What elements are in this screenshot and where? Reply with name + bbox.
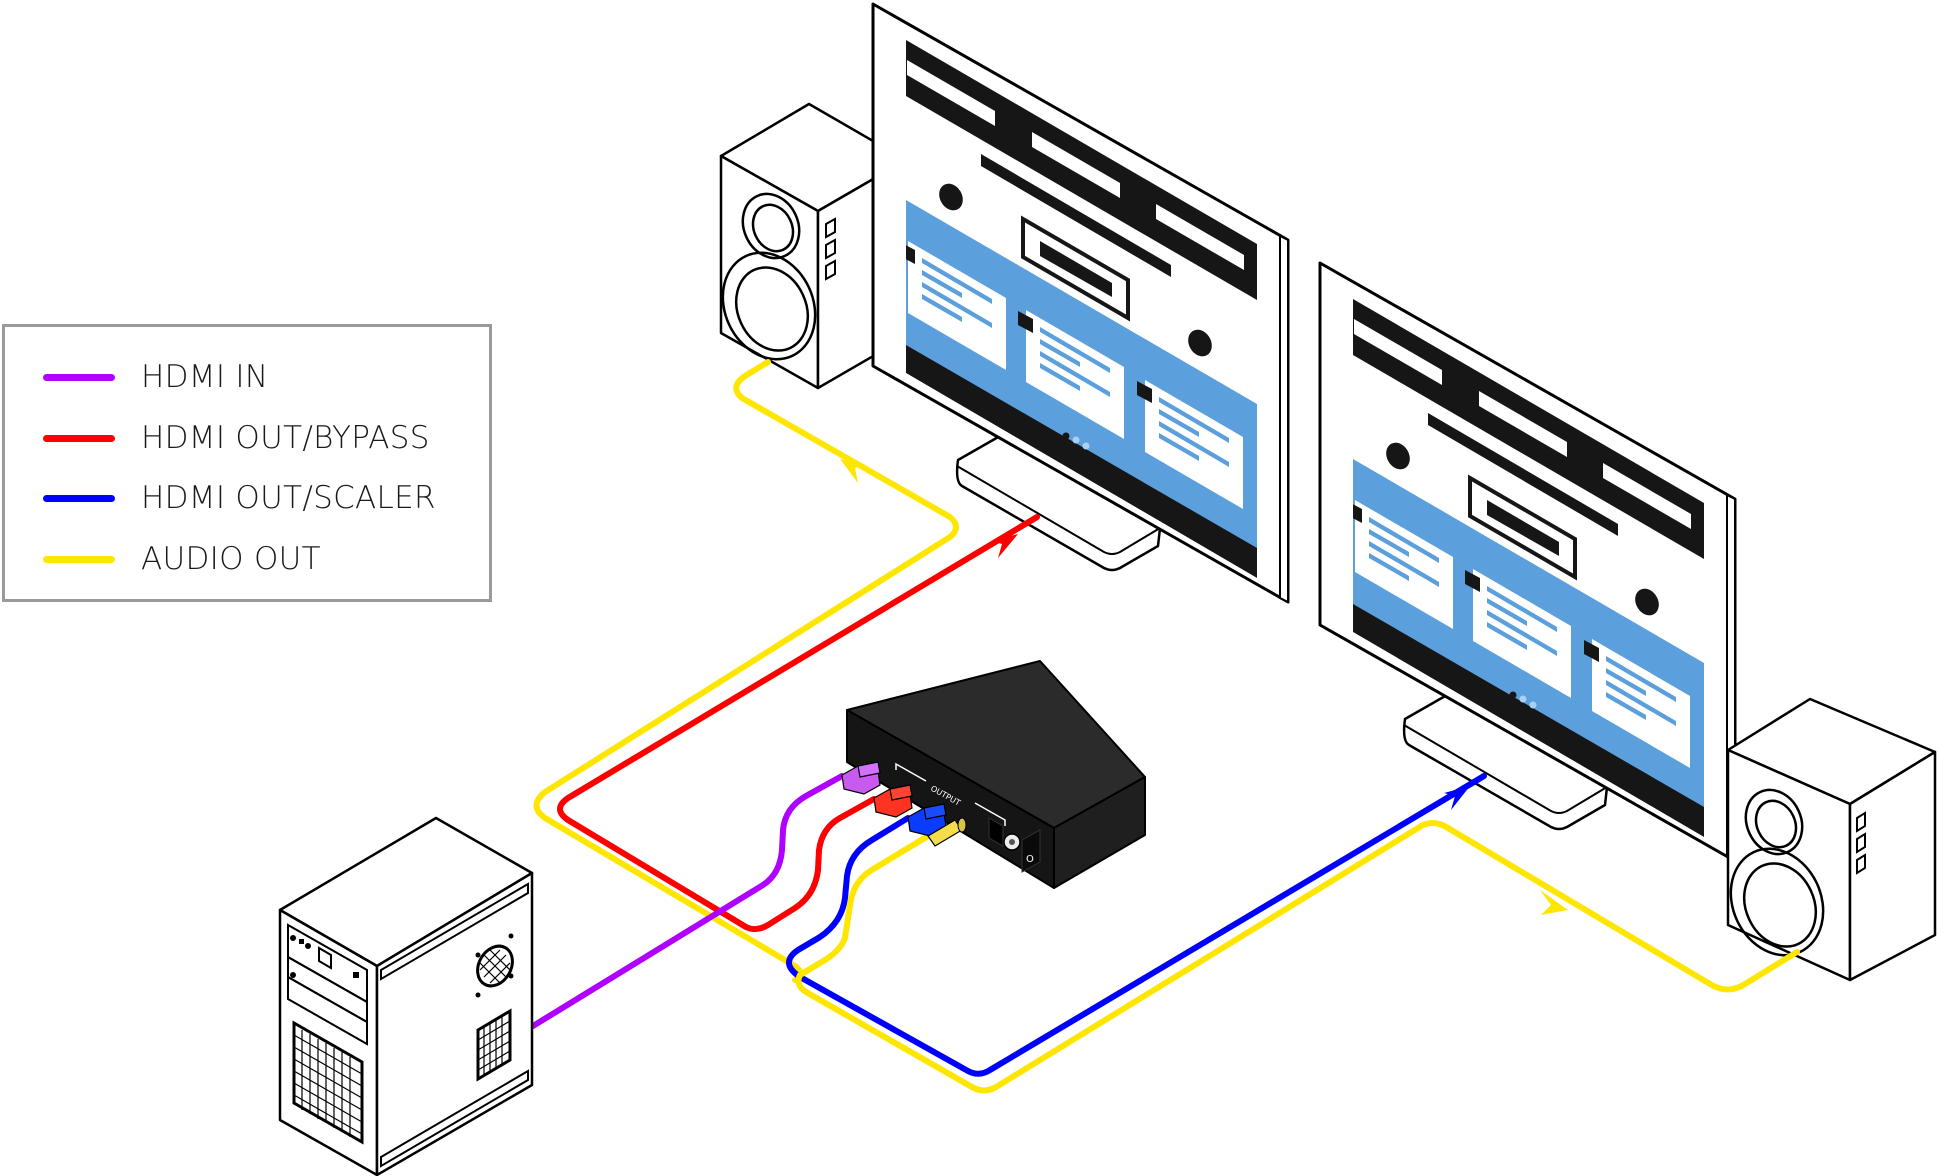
power-switch[interactable] [1021,829,1041,873]
optical-port [988,817,1004,847]
monitor-2-screen [1353,299,1704,837]
legend-label: AUDIO OUT [141,541,321,577]
cable-audio-out-left [533,359,959,983]
monitor-2 [1318,261,1737,863]
hdmi-out-scaler-swatch [43,494,115,502]
cable-hdmi-out-scaler [786,773,1487,1077]
arrow-audio-right [1540,890,1568,915]
hdmi-bypass-connector [873,784,913,818]
legend-label: HDMI OUT/BYPASS [141,420,430,456]
hdmi-out-bypass-swatch [43,434,115,442]
legend-item-hdmi-out-bypass: HDMI OUT/BYPASS [43,418,430,458]
legend-item-hdmi-in: HDMI IN [43,357,268,397]
audio-out-swatch [43,555,115,563]
cable-hdmi-out-bypass [557,514,1040,933]
left-speaker-tweeter [741,192,801,260]
arrow-audio-left [840,459,866,483]
monitor-1-screen [906,40,1257,578]
legend-label: HDMI OUT/SCALER [141,480,436,516]
legend-item-audio-out: AUDIO OUT [43,539,321,579]
pc-tower [278,816,534,1176]
arrow-bypass [991,534,1018,558]
hdmi-scaler-device: OUTPUT O [841,660,1146,889]
legend: HDMI IN HDMI OUT/BYPASS HDMI OUT/SCALER … [2,324,492,602]
signal-arrows [840,459,1568,915]
hdmi-scaler-connector [907,803,947,837]
cable-hdmi-in [530,773,845,1029]
right-speaker [1726,697,1937,982]
hdmi-in-connector [841,761,881,795]
legend-label: HDMI IN [141,359,269,395]
audio-jack-connector [927,817,967,847]
hdmi-in-swatch [43,373,115,381]
legend-item-hdmi-out-scaler: HDMI OUT/SCALER [43,478,436,518]
arrow-scaler [1444,786,1470,810]
left-speaker-woofer [721,251,817,361]
cable-audio-out-right [795,820,1800,1094]
power-switch-symbol: O [1026,854,1034,865]
monitor-1 [871,2,1290,604]
